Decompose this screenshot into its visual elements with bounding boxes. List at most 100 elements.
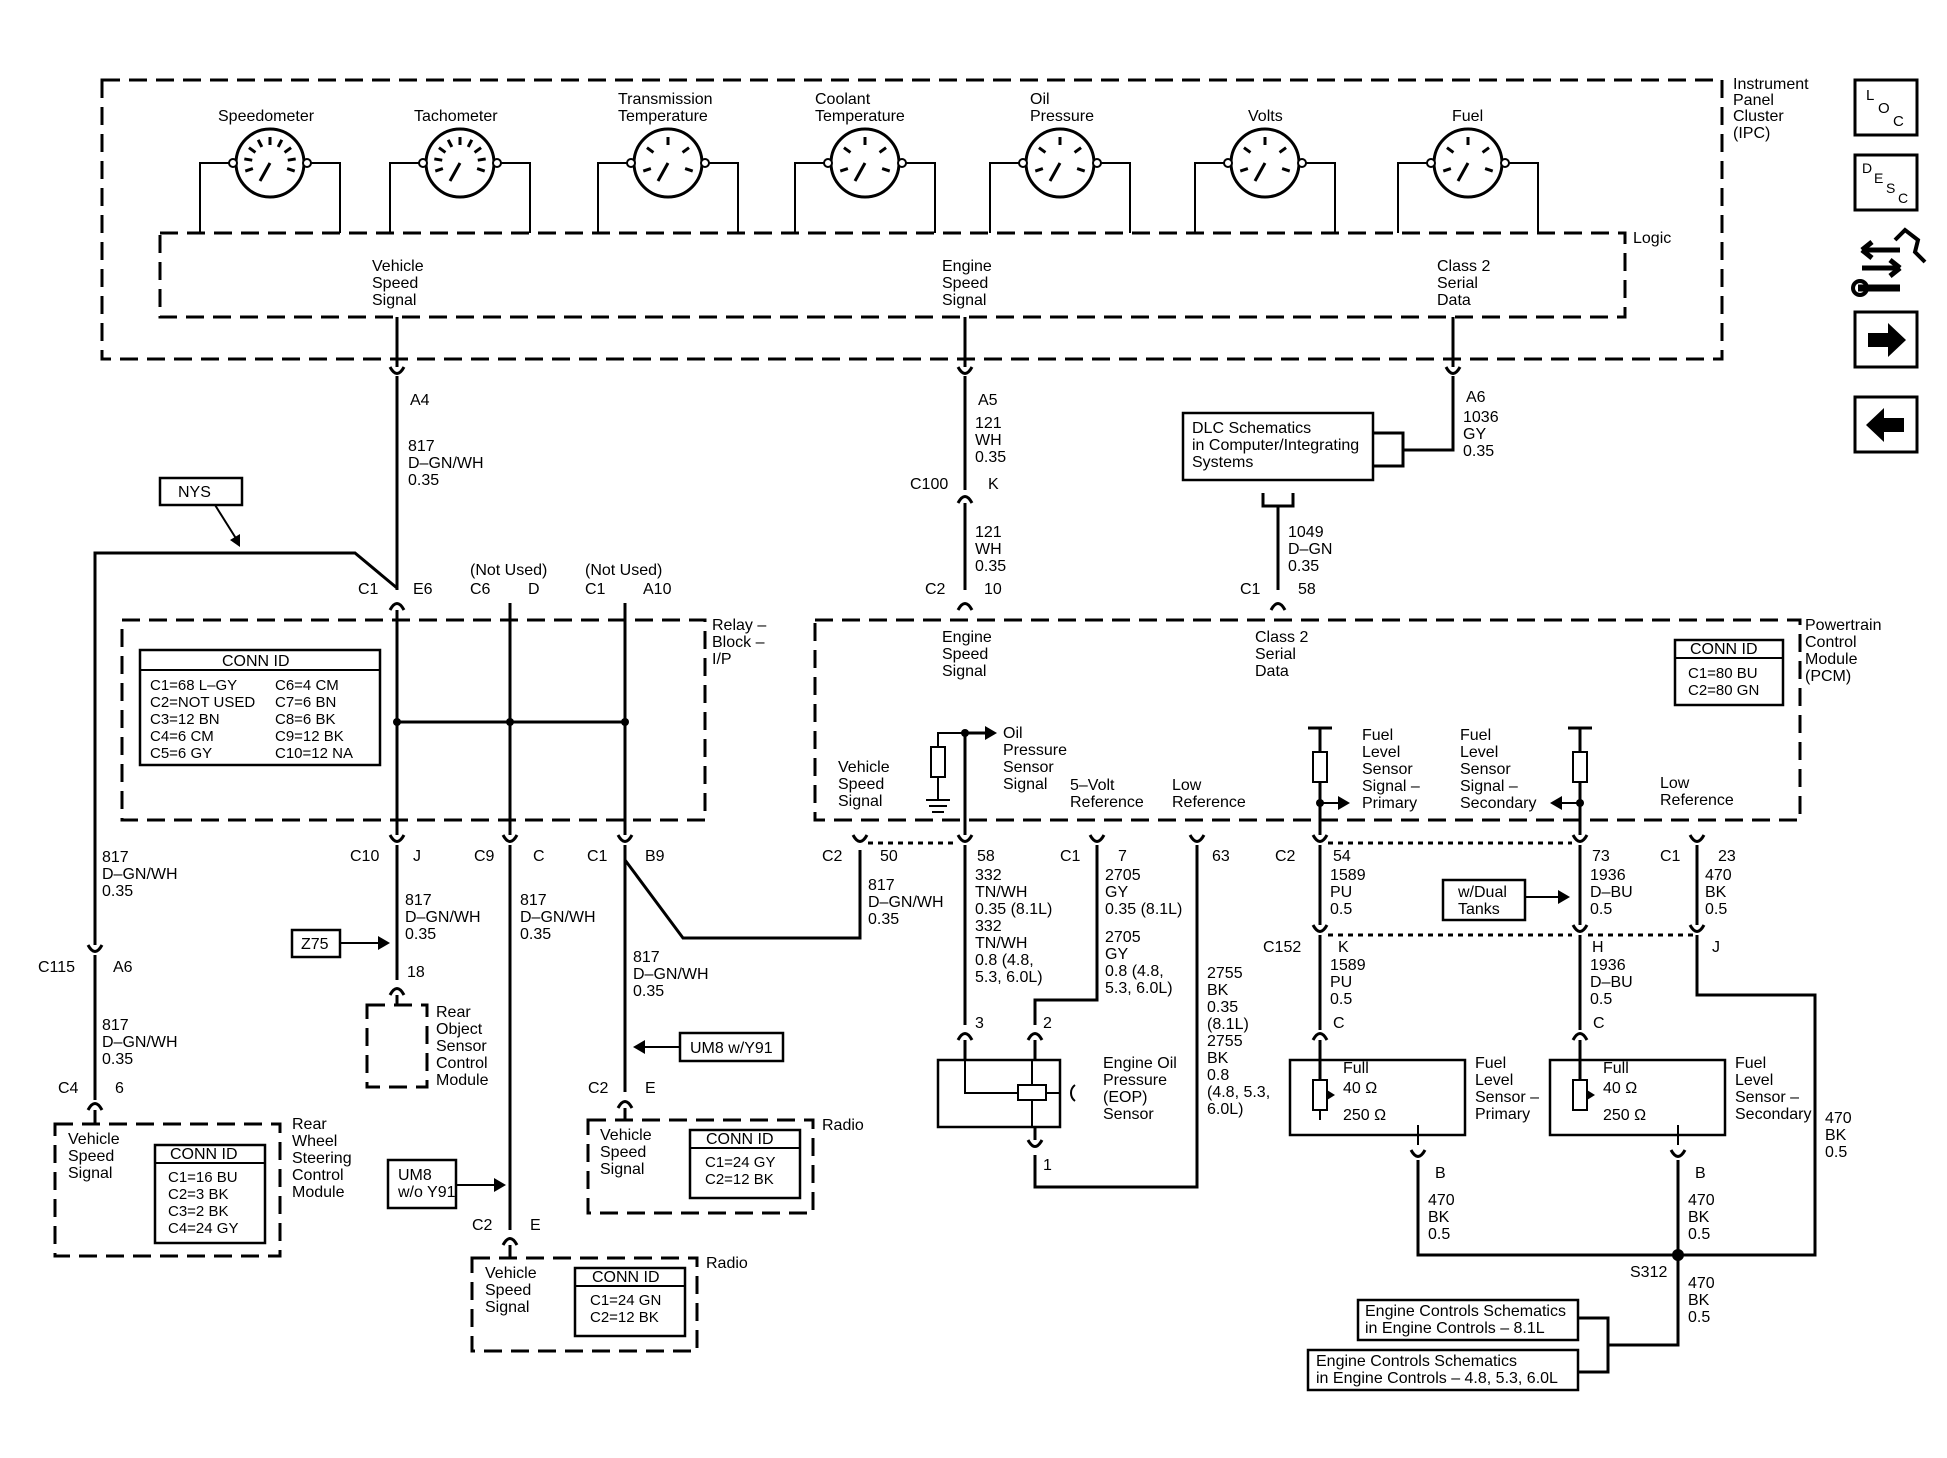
left-arrow-icon	[1866, 408, 1904, 442]
svg-text:J: J	[413, 848, 421, 865]
svg-text:(IPC): (IPC)	[1733, 125, 1770, 142]
desc-button[interactable]: D E S C	[1853, 153, 1919, 212]
wrench-arrows-icon	[1851, 227, 1927, 297]
svg-text:Full: Full	[1603, 1060, 1629, 1077]
ipc-title-line: Instrument	[1733, 76, 1809, 93]
svg-text:C115: C115	[38, 959, 75, 976]
svg-text:10: 10	[984, 581, 1002, 598]
svg-text:Radio: Radio	[822, 1117, 864, 1134]
svg-text:1: 1	[1043, 1157, 1052, 1174]
svg-text:E: E	[645, 1080, 656, 1097]
svg-text:J: J	[1712, 939, 1720, 956]
svg-text:C2: C2	[822, 848, 843, 865]
coolant-temperature-needle	[853, 162, 867, 182]
tachometer-needle	[448, 162, 462, 182]
transmission-temperature-needle	[656, 162, 670, 182]
loc-button[interactable]: L O C	[1853, 78, 1919, 137]
svg-text:250 Ω: 250 Ω	[1603, 1107, 1646, 1124]
svg-text:40 Ω: 40 Ω	[1603, 1080, 1637, 1097]
svg-text:250 Ω: 250 Ω	[1343, 1107, 1386, 1124]
svg-text:C: C	[1333, 1015, 1345, 1032]
svg-text:50: 50	[880, 848, 898, 865]
side-buttons: L O C D E S C	[1851, 78, 1927, 454]
svg-text:C: C	[533, 848, 545, 865]
svg-text:58: 58	[1298, 581, 1316, 598]
speedometer-needle	[258, 162, 272, 182]
ipc-title-line: Panel	[1733, 92, 1774, 109]
previous-button[interactable]	[1853, 395, 1919, 454]
svg-text:Relay –Block –I/P: Relay –Block –I/P	[712, 617, 766, 668]
component-view-button[interactable]	[1851, 227, 1927, 297]
svg-text:C1: C1	[587, 848, 608, 865]
svg-text:C2: C2	[925, 581, 946, 598]
svg-text:Panel: Panel	[1733, 92, 1774, 109]
svg-text:B: B	[1435, 1165, 1446, 1182]
svg-text:CONN ID: CONN ID	[170, 1146, 238, 1163]
a4-label: A4	[410, 392, 430, 409]
svg-text:C2: C2	[1275, 848, 1296, 865]
svg-text:3: 3	[975, 1015, 984, 1032]
svg-text:58: 58	[977, 848, 995, 865]
svg-text:K: K	[988, 476, 999, 493]
svg-text:40 Ω: 40 Ω	[1343, 1080, 1377, 1097]
speedometer-label: Speedometer	[218, 108, 315, 125]
svg-text:C100: C100	[910, 476, 948, 493]
svg-text:C: C	[1898, 190, 1908, 206]
svg-text:K: K	[1338, 939, 1349, 956]
svg-text:C2: C2	[472, 1217, 493, 1234]
svg-text:2: 2	[1043, 1015, 1052, 1032]
svg-text:A5: A5	[978, 392, 998, 409]
svg-text:18: 18	[407, 964, 425, 981]
speedometer-gauge: Speedometer	[199, 108, 341, 233]
instrument-panel-cluster: Instrument Panel Cluster (IPC) Logic	[100, 76, 1809, 361]
svg-text:Radio: Radio	[706, 1255, 748, 1272]
svg-text:C4: C4	[58, 1080, 79, 1097]
svg-text:E: E	[530, 1217, 541, 1234]
svg-text:CONN ID: CONN ID	[706, 1131, 774, 1148]
svg-text:L: L	[1866, 87, 1874, 104]
next-button[interactable]	[1853, 310, 1919, 369]
svg-text:Full: Full	[1343, 1060, 1369, 1077]
ipc-title-line: (IPC)	[1733, 125, 1770, 142]
logic-label: Logic	[1633, 230, 1671, 247]
z75-label: Z75	[301, 936, 329, 953]
